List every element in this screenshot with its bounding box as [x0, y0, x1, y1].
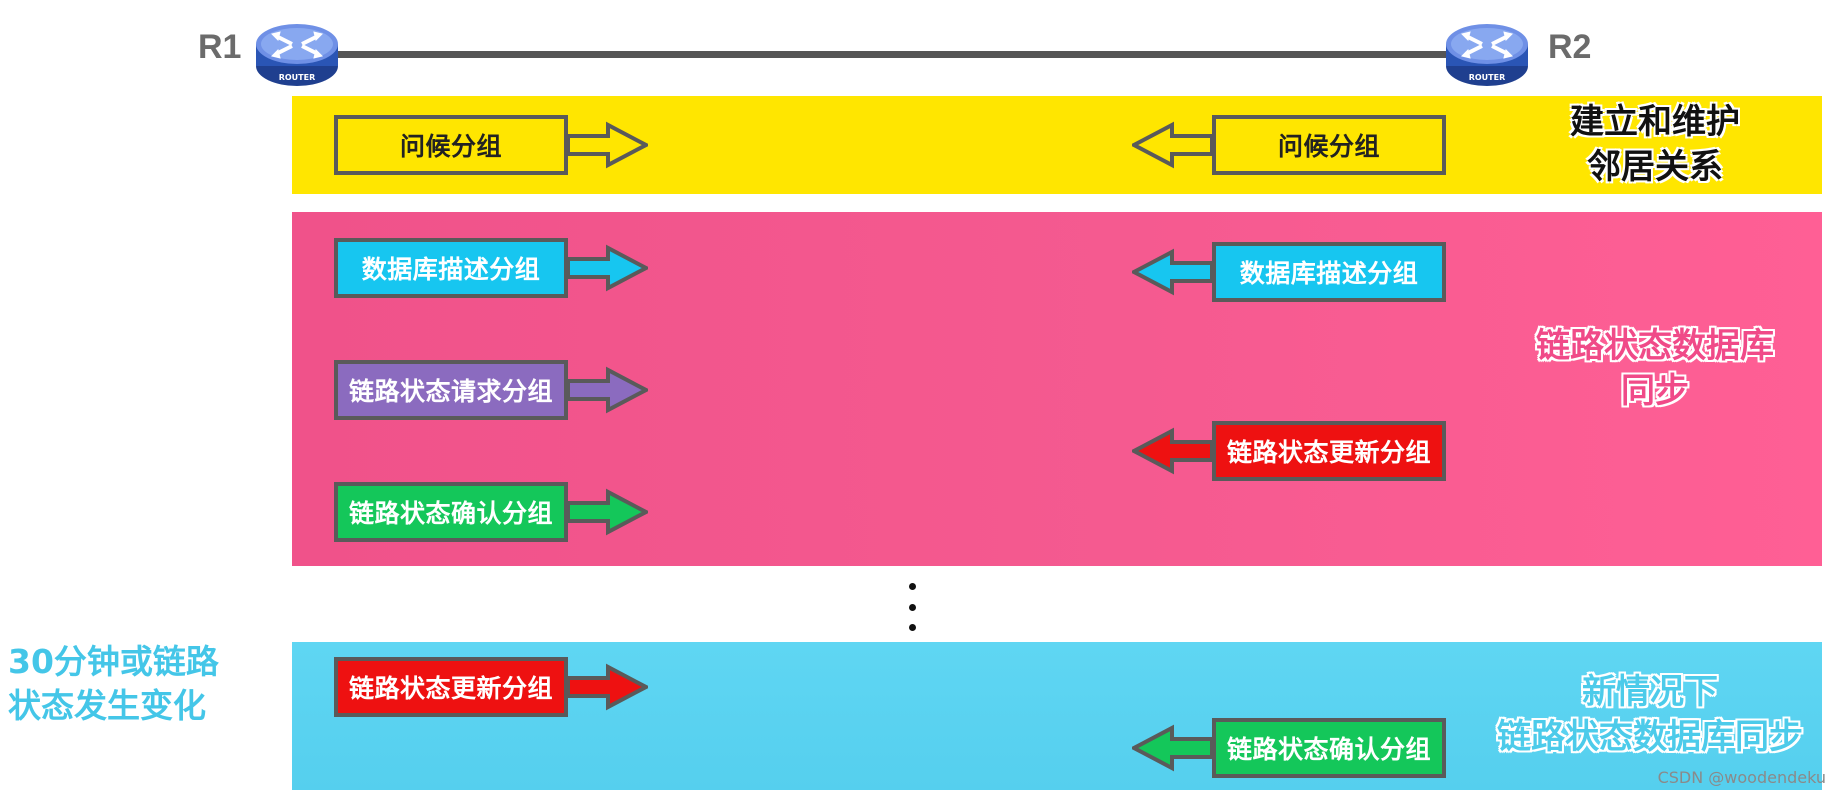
left-arrow-icon — [1132, 724, 1212, 772]
router-r2-icon: ROUTER — [1444, 22, 1530, 88]
packet-label: 数据库描述分组 — [1212, 242, 1446, 302]
left-arrow-icon — [1132, 121, 1212, 169]
r2-link-state-update-packet: 链路状态更新分组 — [1132, 421, 1446, 481]
r2-link-state-ack-packet: 链路状态确认分组 — [1132, 718, 1446, 778]
note-line: 状态发生变化 — [8, 685, 206, 725]
right-arrow-icon — [568, 366, 648, 414]
label-line: 新情况下 — [1582, 672, 1718, 712]
r1-link-state-ack-packet: 链路状态确认分组 — [334, 482, 648, 542]
router-r1-badge: ROUTER — [279, 73, 316, 82]
network-link — [330, 51, 1450, 58]
r2-database-description-packet: 数据库描述分组 — [1132, 242, 1446, 302]
packet-label: 链路状态更新分组 — [334, 657, 568, 717]
packet-label: 问候分组 — [334, 115, 568, 175]
left-arrow-icon — [1132, 427, 1212, 475]
note-line: 30分钟或链路 — [8, 642, 219, 681]
r1-hello-packet: 问候分组 — [334, 115, 648, 175]
r1-database-description-packet: 数据库描述分组 — [334, 238, 648, 298]
watermark: CSDN @woodendeku — [1657, 768, 1826, 787]
label-line: 链路状态数据库 — [1536, 326, 1774, 366]
ellipsis-dot — [909, 583, 916, 590]
router-r1-icon: ROUTER — [254, 22, 340, 88]
right-arrow-icon — [568, 121, 648, 169]
router-r2-label: R2 — [1548, 28, 1592, 66]
packet-label: 链路状态确认分组 — [1212, 718, 1446, 778]
label-line: 同步 — [1621, 370, 1689, 411]
ellipsis-dot — [909, 624, 916, 631]
label-line: 建立和维护 — [1570, 102, 1740, 142]
label-line: 链路状态数据库同步 — [1497, 716, 1803, 757]
packet-label: 链路状态请求分组 — [334, 360, 568, 420]
r1-link-state-update-packet: 链路状态更新分组 — [334, 657, 648, 717]
r2-hello-packet: 问候分组 — [1132, 115, 1446, 175]
packet-label: 链路状态确认分组 — [334, 482, 568, 542]
packet-label: 数据库描述分组 — [334, 238, 568, 298]
r1-link-state-request-packet: 链路状态请求分组 — [334, 360, 648, 420]
router-r1-label: R1 — [198, 28, 242, 66]
lsdb-sync-section-label: 链路状态数据库 同步 — [1510, 324, 1800, 414]
new-state-section-label: 新情况下 链路状态数据库同步 — [1480, 670, 1820, 760]
right-arrow-icon — [568, 663, 648, 711]
router-r2-badge: ROUTER — [1469, 73, 1506, 82]
label-line: 邻居关系 — [1587, 146, 1723, 187]
right-arrow-icon — [568, 244, 648, 292]
packet-label: 链路状态更新分组 — [1212, 421, 1446, 481]
left-arrow-icon — [1132, 248, 1212, 296]
trigger-condition-note: 30分钟或链路 状态发生变化 — [8, 640, 238, 727]
neighbor-section-label: 建立和维护 邻居关系 — [1540, 100, 1770, 190]
packet-label: 问候分组 — [1212, 115, 1446, 175]
ellipsis-dot — [909, 604, 916, 611]
right-arrow-icon — [568, 488, 648, 536]
